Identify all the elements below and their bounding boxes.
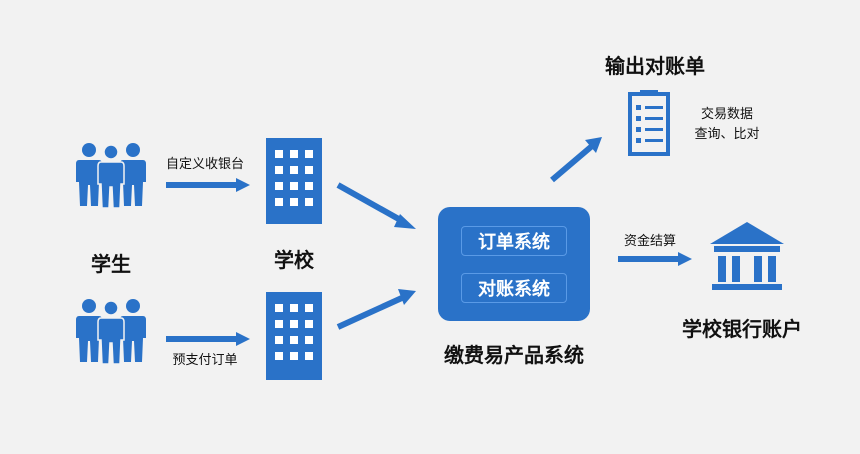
edge-label-prepay-order: 预支付订单: [172, 353, 238, 368]
edge-label-custom-charge: 自定义收银台: [165, 157, 245, 172]
school-account-label: 学校银行账户: [682, 317, 802, 341]
payment-system-box: 订单系统 对账系统: [438, 207, 590, 321]
order-system-module: 订单系统: [461, 226, 567, 256]
school-label: 学校: [274, 248, 314, 272]
arrow-icon: [336, 289, 416, 330]
arrow-icon: [550, 137, 602, 183]
arrow-icon: [166, 332, 250, 346]
payment-system-label: 缴费易产品系统: [444, 343, 584, 367]
bank-icon: [710, 222, 784, 290]
reconciliation-system-module: 对账系统: [461, 273, 567, 303]
arrow-icon: [618, 252, 692, 266]
student-label: 学生: [91, 252, 131, 276]
people-icon: [76, 143, 146, 209]
edge-label-settlement: 资金结算: [623, 234, 677, 249]
building-icon: [266, 138, 322, 224]
arrow-icon: [166, 178, 250, 192]
statement-label: 输出对账单: [605, 54, 705, 78]
building-icon: [266, 292, 322, 380]
statement-note-line1: 交易数据: [700, 107, 754, 122]
checklist-icon: [628, 90, 670, 156]
arrow-icon: [336, 182, 416, 229]
statement-note-line2: 查询、比对: [694, 127, 760, 142]
people-icon: [76, 299, 146, 365]
